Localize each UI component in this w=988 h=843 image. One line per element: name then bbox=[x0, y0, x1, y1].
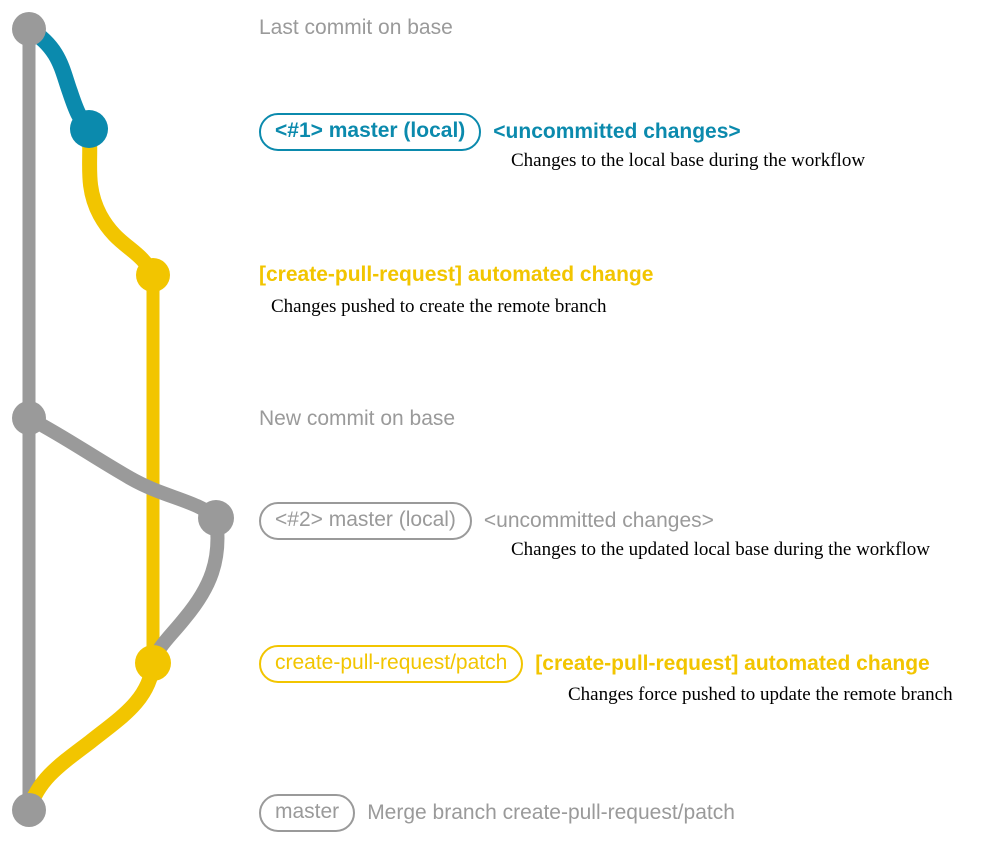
commit-node-patch-create bbox=[136, 258, 170, 292]
commit-row-automated-change-create: [create-pull-request] automated change bbox=[259, 263, 653, 287]
merge-line bbox=[21, 655, 161, 818]
commit-node-base-last bbox=[12, 12, 46, 46]
commit-node-local-2 bbox=[198, 500, 234, 536]
commit-subject: [create-pull-request] automated change bbox=[535, 652, 930, 675]
commit-description-update: Changes force pushed to update the remot… bbox=[568, 684, 953, 705]
commit-node-local-1 bbox=[70, 110, 108, 148]
commit-node-merge bbox=[12, 793, 46, 827]
commit-description-local-2: Changes to the updated local base during… bbox=[511, 539, 930, 560]
commit-row-merge: master Merge branch create-pull-request/… bbox=[259, 794, 735, 832]
patch-branch-line-1 bbox=[81, 121, 161, 283]
branch-badge-master-local-1[interactable]: <#1> master (local) bbox=[259, 113, 482, 151]
commit-row-local-uncommitted-1: <#1> master (local) <uncommitted changes… bbox=[259, 113, 741, 151]
commit-node-base-new bbox=[12, 401, 46, 435]
commit-subject: <uncommitted changes> bbox=[483, 509, 714, 532]
commit-node-patch-update bbox=[135, 645, 171, 681]
commit-subject: <uncommitted changes> bbox=[493, 120, 741, 143]
commit-description-local-1: Changes to the local base during the wor… bbox=[511, 150, 866, 171]
branch-badge-master-local-2[interactable]: <#2> master (local) bbox=[259, 502, 472, 540]
commit-subject: Last commit on base bbox=[259, 16, 453, 39]
commit-row-local-uncommitted-2: <#2> master (local) <uncommitted changes… bbox=[259, 502, 714, 540]
commit-row-last-commit-on-base: Last commit on base bbox=[259, 16, 453, 40]
branch-badge-create-pull-request-patch[interactable]: create-pull-request/patch bbox=[259, 645, 524, 683]
commit-description-create: Changes pushed to create the remote bran… bbox=[271, 296, 607, 317]
local-to-patch-line bbox=[146, 511, 225, 670]
commit-row-new-commit-on-base: New commit on base bbox=[259, 407, 455, 431]
commit-subject: [create-pull-request] automated change bbox=[259, 263, 654, 286]
branch-badge-master[interactable]: master bbox=[259, 794, 356, 832]
commit-subject: New commit on base bbox=[259, 407, 456, 430]
local-branch-line-2 bbox=[22, 411, 223, 525]
commit-row-automated-change-update: create-pull-request/patch [create-pull-r… bbox=[259, 645, 930, 683]
commit-subject: Merge branch create-pull-request/patch bbox=[367, 801, 735, 824]
